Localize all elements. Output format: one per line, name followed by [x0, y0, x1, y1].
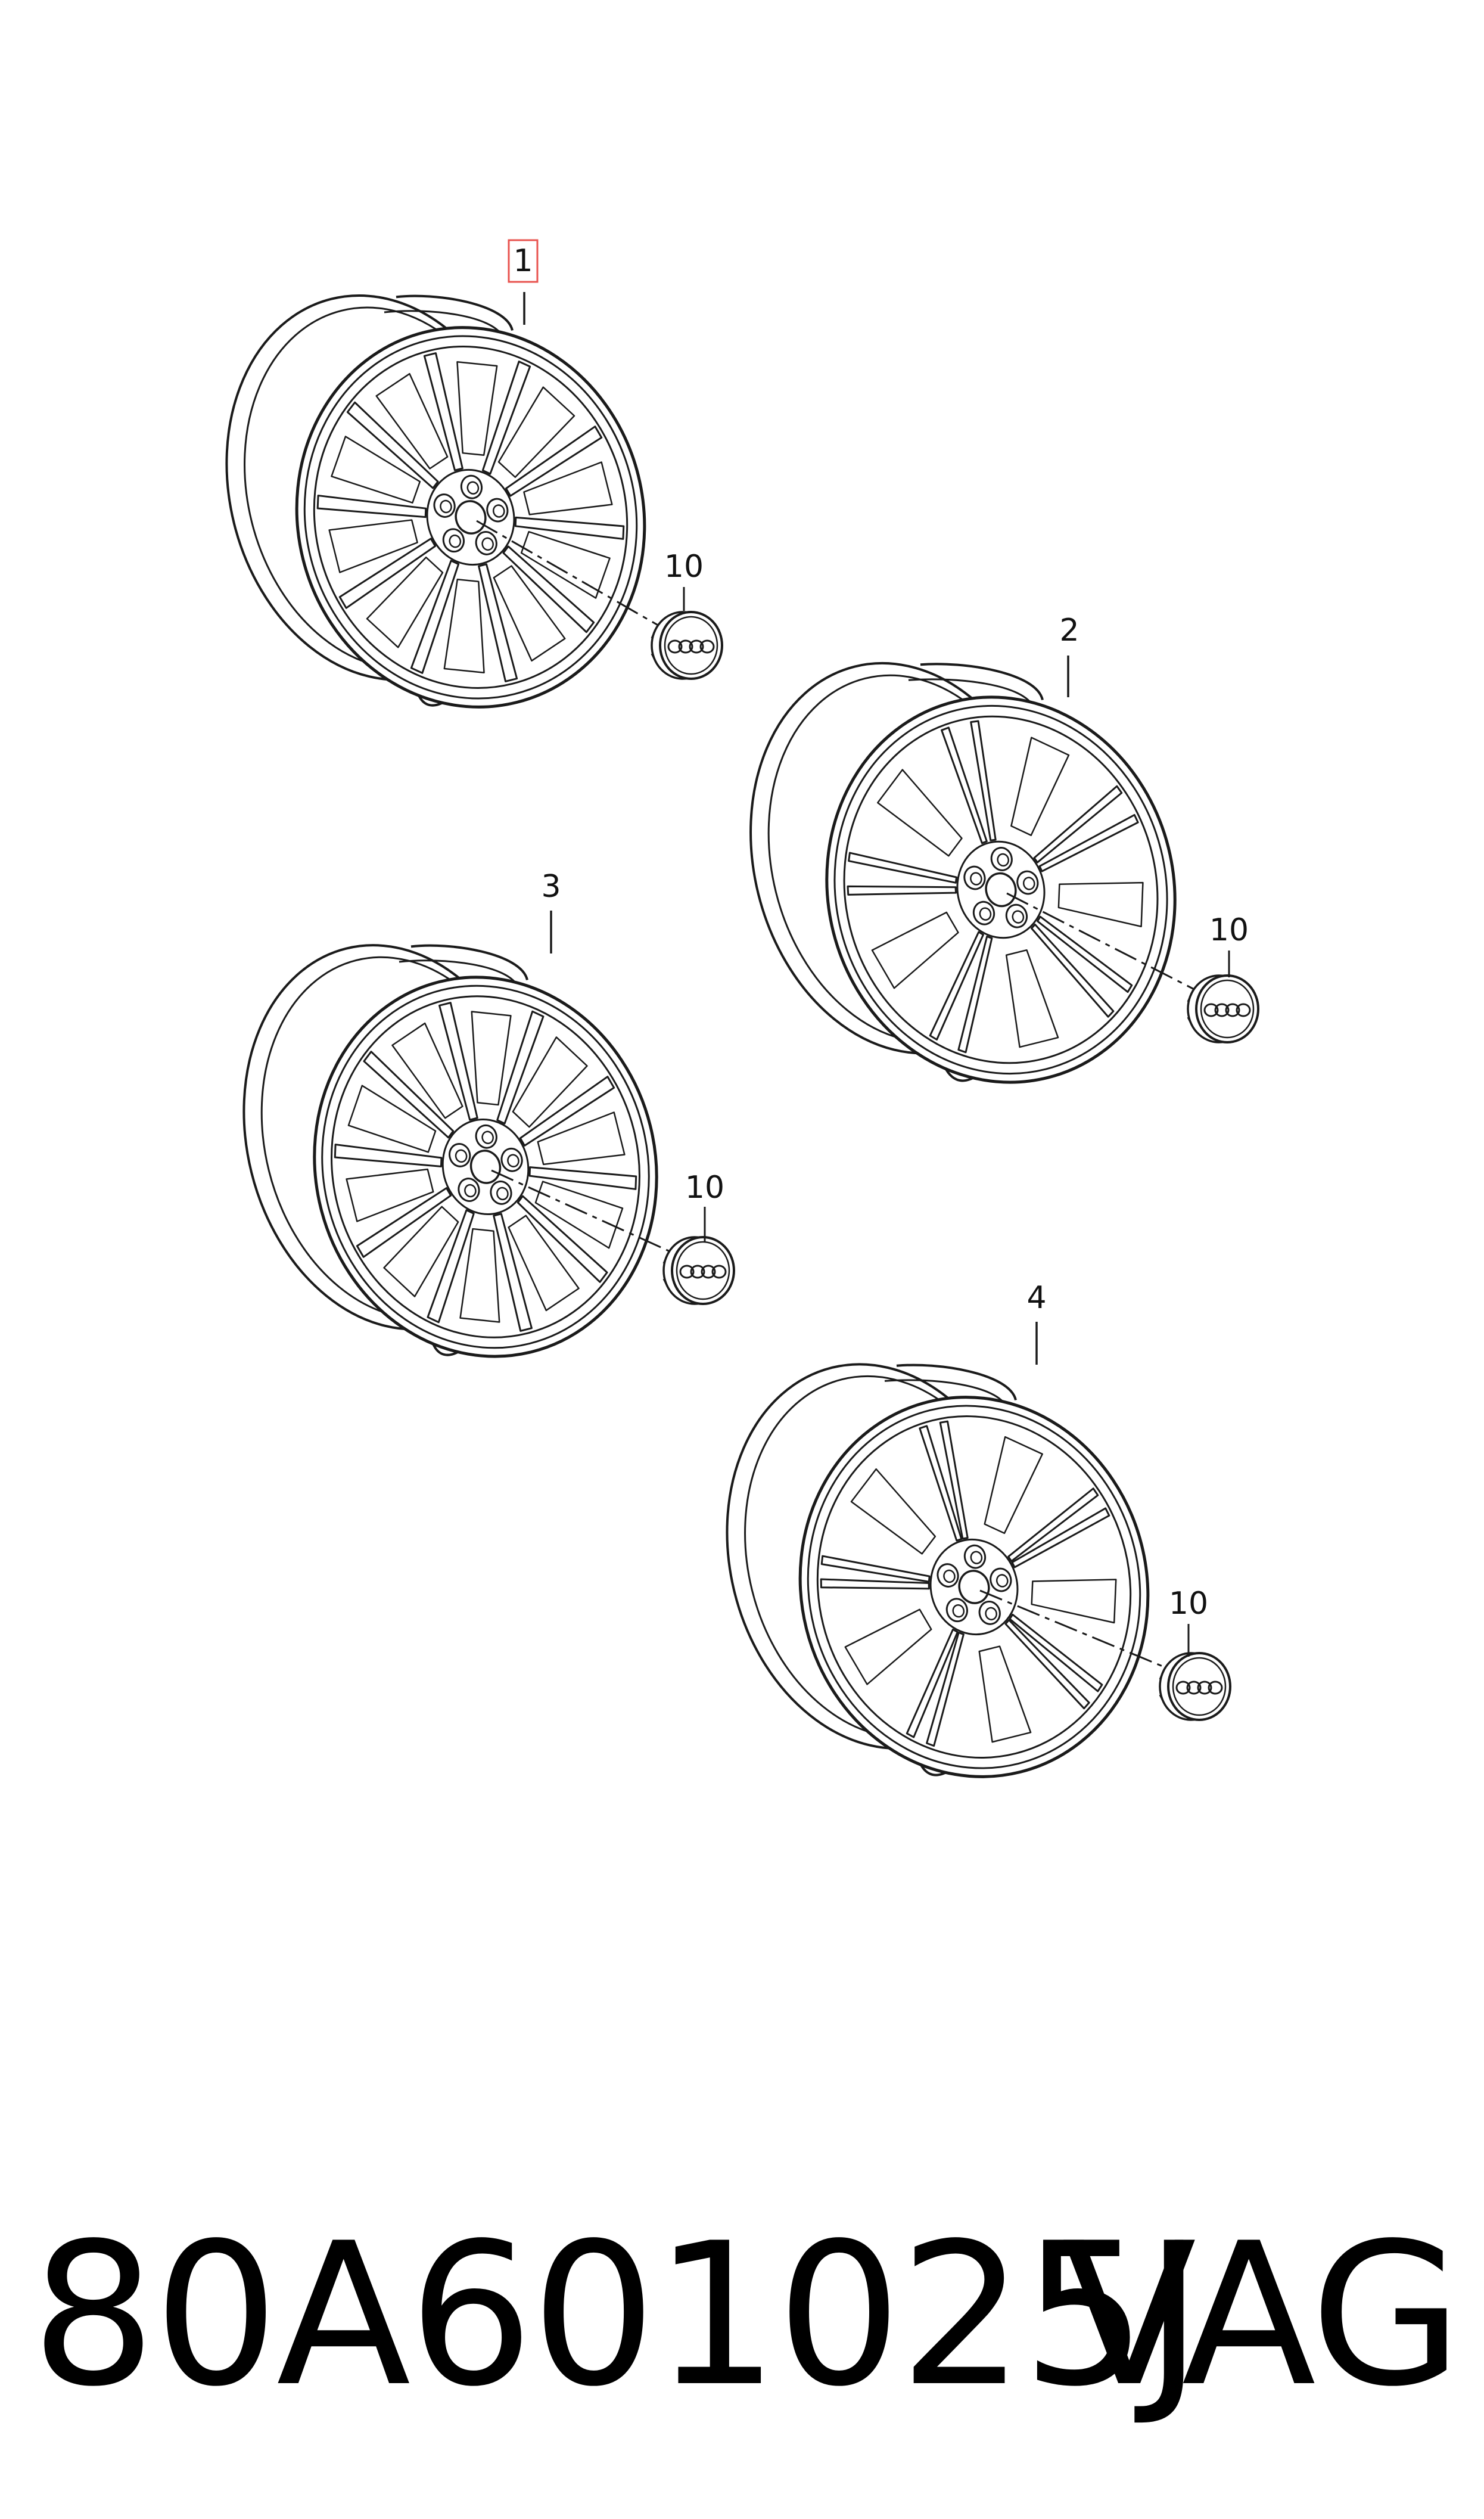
lug-hole [490, 1181, 512, 1205]
lug-hole [990, 1567, 1012, 1592]
center-cap [651, 611, 723, 680]
center-cap [1159, 1652, 1231, 1721]
wheel-hub [956, 840, 1046, 939]
lug-hole [486, 498, 509, 523]
lug-hole [475, 531, 497, 555]
footer: 80A601025J VAG [0, 2205, 1484, 2455]
wheel-face [798, 1396, 1150, 1778]
wheel-hub [929, 1538, 1019, 1636]
cap-leader-line [491, 1169, 680, 1257]
cap-leader-line [476, 520, 668, 632]
barrel-edge-top [920, 663, 1044, 701]
lug-hole [990, 847, 1013, 871]
wheel-callout-4[interactable]: 4 [1026, 1280, 1046, 1316]
cap-callout[interactable]: 10 [664, 549, 704, 585]
four-rings-logo-icon [667, 639, 715, 654]
lug-hole [937, 1563, 959, 1588]
part-number: 80A601025J [31, 2201, 1203, 2430]
wheel-2: 2 10 [749, 613, 1259, 1084]
wheel-hub [426, 468, 515, 566]
center-cap [662, 1236, 735, 1305]
wheel-spokes [847, 720, 1144, 1054]
cap-leader-line [1006, 892, 1204, 995]
wheel-spokes [316, 352, 625, 682]
wheel-callout-3[interactable]: 3 [541, 869, 561, 905]
wheel-face [313, 976, 658, 1358]
lug-hole [442, 528, 465, 553]
wheel-4: 4 10 [726, 1280, 1231, 1778]
wheel-callout-1[interactable]: 1 [513, 243, 533, 279]
wheel-face [825, 695, 1177, 1084]
callout-highlight-box [508, 239, 539, 283]
barrel-edge-top [896, 1363, 1017, 1400]
lug-hole [433, 493, 456, 518]
wheel-3: 3 10 [242, 869, 735, 1358]
lug-hole [1005, 903, 1028, 928]
wheel-face [295, 326, 646, 709]
center-cap [1187, 974, 1259, 1043]
cap-callout[interactable]: 10 [1169, 1586, 1208, 1622]
wheel-1: 1 10 [225, 239, 723, 709]
cap-callout[interactable]: 10 [685, 1170, 724, 1206]
lug-hole [963, 1544, 987, 1569]
wheel-spokes [820, 1420, 1117, 1747]
lug-hole [945, 1598, 969, 1623]
four-rings-logo-icon [1175, 1681, 1223, 1695]
lug-hole [978, 1601, 1001, 1625]
lug-hole [475, 1124, 497, 1149]
lug-hole [449, 1142, 471, 1167]
lug-hole [460, 474, 483, 499]
wheel-hub [441, 1118, 530, 1216]
barrel-edge-top [410, 944, 528, 980]
wheel-spokes [334, 1002, 637, 1332]
four-rings-logo-icon [1203, 1003, 1251, 1017]
four-rings-logo-icon [679, 1265, 727, 1279]
cap-leader-line [979, 1589, 1176, 1673]
lug-hole [500, 1147, 523, 1172]
lug-hole [458, 1178, 480, 1202]
barrel-edge-top-inner [908, 678, 1035, 709]
lug-hole [972, 900, 995, 925]
lug-hole [963, 865, 986, 890]
cap-callout[interactable]: 10 [1209, 912, 1249, 948]
brand-label: VAG [1062, 2201, 1463, 2430]
barrel-edge-top [396, 294, 514, 331]
lug-hole [1016, 870, 1039, 895]
wheel-callout-2[interactable]: 2 [1059, 613, 1079, 648]
barrel-edge-top-inner [399, 959, 519, 988]
